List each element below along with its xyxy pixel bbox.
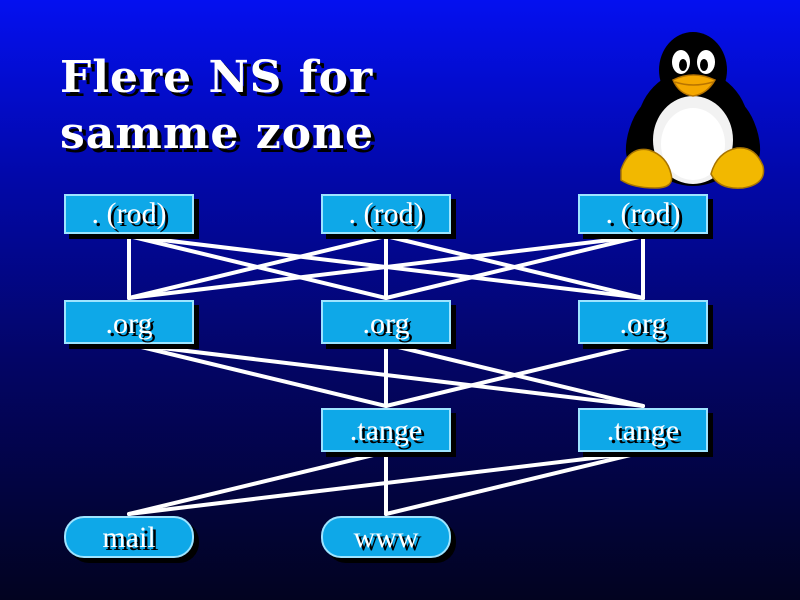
node-tange-right: .tange [578, 408, 708, 452]
node-root-left-label: . (rod) [91, 197, 167, 230]
node-org-center-label: .org [362, 307, 410, 340]
node-root-center: . (rod) [321, 194, 451, 234]
node-root-right: . (rod) [578, 194, 708, 234]
node-org-right-label: .org [619, 307, 667, 340]
node-host-mail: mail [64, 516, 194, 558]
node-root-center-label: . (rod) [348, 197, 424, 230]
node-tange-center-label: .tange [349, 414, 423, 447]
title-line-2: samme zone [60, 108, 375, 159]
tux-penguin-icon [620, 32, 765, 189]
node-host-www: www [321, 516, 451, 558]
node-org-right: .org [578, 300, 708, 344]
edge-tange-right-mail [127, 450, 645, 516]
edge-tange-right-www [384, 450, 645, 516]
node-host-www-label: www [353, 521, 419, 554]
slide-title: Flere NS for samme zone [60, 50, 374, 162]
node-root-right-label: . (rod) [605, 197, 681, 230]
edge-org-right-tange-center [384, 342, 645, 408]
node-tange-right-label: .tange [606, 414, 680, 447]
node-org-center: .org [321, 300, 451, 344]
title-line-1: Flere NS for [60, 52, 374, 103]
node-org-left: .org [64, 300, 194, 344]
node-tange-center: .tange [321, 408, 451, 452]
edge-root-right-org-left [127, 234, 645, 300]
node-root-left: . (rod) [64, 194, 194, 234]
edge-root-center-org-left [127, 234, 388, 300]
edge-root-right-org-center [384, 234, 645, 300]
node-org-left-label: .org [105, 307, 153, 340]
edge-org-left-tange-center [127, 342, 388, 408]
node-host-mail-label: mail [102, 521, 156, 554]
edge-tange-center-mail [127, 450, 388, 516]
